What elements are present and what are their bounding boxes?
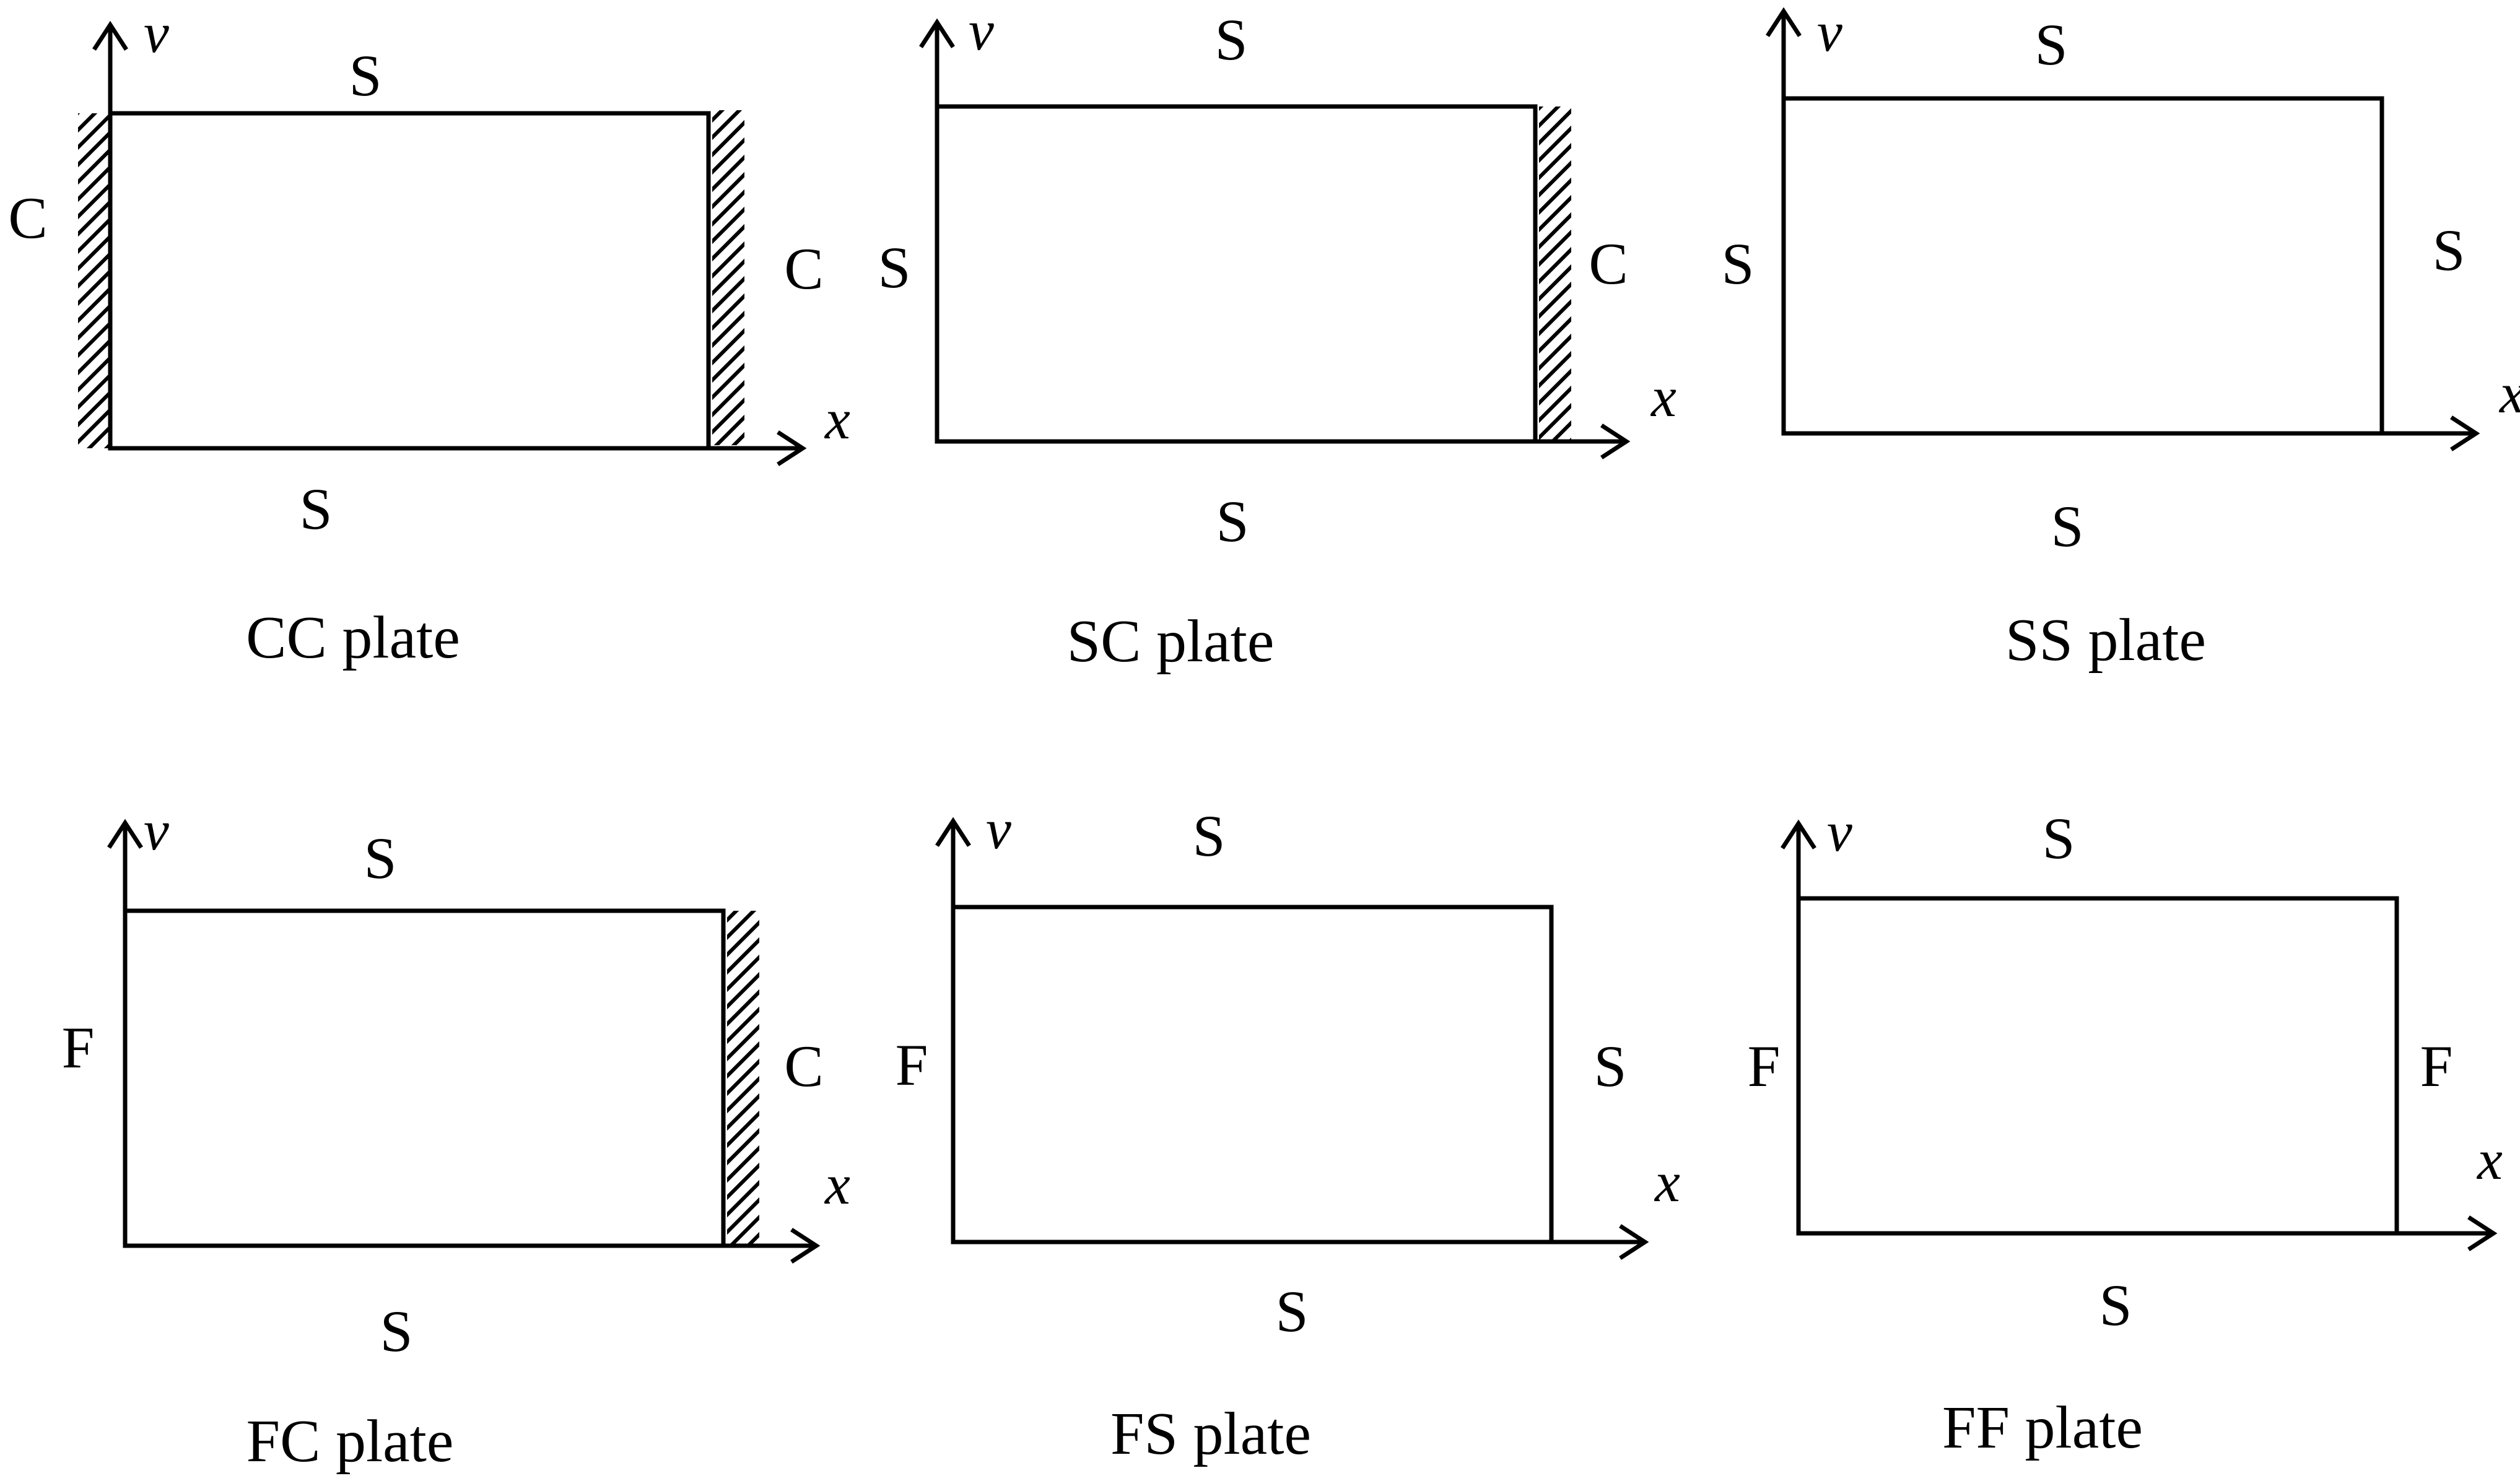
edge-label-right: C <box>1589 231 1628 297</box>
edge-label-bottom: S <box>300 476 333 542</box>
edge-label-top: S <box>2043 806 2075 871</box>
x-axis-label: x <box>2498 362 2520 425</box>
y-axis-arrowhead <box>1781 819 1816 849</box>
plate-panel-fc: v x S S F C FC plate <box>62 799 850 1475</box>
edge-label-bottom: S <box>2051 493 2084 559</box>
plate-caption: CC plate <box>246 604 460 671</box>
plate-rect <box>951 905 1554 1244</box>
y-axis-label: v <box>144 1 169 64</box>
edge-label-right: F <box>2420 1033 2453 1099</box>
plate-caption: FS plate <box>1110 1401 1311 1467</box>
x-axis-label: x <box>1650 365 1676 428</box>
edge-label-bottom: S <box>2099 1272 2132 1338</box>
clamp-hatch-right <box>712 110 744 445</box>
y-axis-label: v <box>969 0 994 62</box>
x-axis-arrowhead <box>2450 415 2480 451</box>
plate-panel-sc: v x S S S C SC plate <box>878 0 1676 675</box>
plate-panel-ff: v x S S F F FF plate <box>1748 800 2503 1461</box>
y-axis-arrowhead <box>935 817 971 847</box>
plate-rect <box>108 111 711 451</box>
edge-label-right: S <box>2433 217 2466 283</box>
edge-label-right: C <box>784 236 823 302</box>
y-axis-arrowhead <box>92 20 128 51</box>
y-axis-arrowhead <box>1766 7 1802 37</box>
plate-rect <box>1796 896 2399 1236</box>
edge-label-left: F <box>1748 1033 1781 1099</box>
y-axis-arrowhead <box>107 819 143 849</box>
edge-label-left: S <box>878 235 911 300</box>
plate-panel-fs: v x S S F S FS plate <box>896 797 1680 1467</box>
plate-caption: SS plate <box>2005 607 2206 674</box>
x-axis-arrowhead <box>1619 1224 1649 1260</box>
y-axis-label: v <box>144 799 169 862</box>
clamp-hatch-left <box>78 113 110 448</box>
edge-label-top: S <box>364 825 397 891</box>
edge-label-left: S <box>1722 231 1755 297</box>
y-axis-label: v <box>1827 800 1852 863</box>
edge-label-top: S <box>1193 803 1226 869</box>
edge-label-top: S <box>349 43 382 108</box>
plate-caption: FF plate <box>1942 1394 2143 1461</box>
plate-panel-ss: v x S S S S SS plate <box>1722 0 2520 674</box>
x-axis-label: x <box>824 1153 850 1216</box>
plate-panel-cc: v x S S C C CC plate <box>8 1 850 671</box>
y-axis-arrowhead <box>919 18 955 48</box>
plate-caption: SC plate <box>1067 608 1275 675</box>
plate-rect <box>1781 96 2384 436</box>
x-axis-arrowhead <box>2467 1215 2498 1251</box>
x-axis-label: x <box>2476 1128 2503 1191</box>
clamp-hatch-right <box>727 911 759 1246</box>
x-axis-label: x <box>824 388 850 451</box>
plate-caption: FC plate <box>246 1408 454 1475</box>
x-axis-arrowhead <box>790 1228 821 1264</box>
plate-rect <box>123 908 726 1248</box>
edge-label-top: S <box>2035 12 2068 77</box>
edge-label-bottom: S <box>1216 489 1249 554</box>
clamp-hatch-right <box>1539 106 1571 441</box>
y-axis-label: v <box>1817 0 1842 63</box>
edge-label-left: F <box>896 1032 928 1098</box>
edge-label-left: F <box>62 1015 95 1080</box>
edge-label-right: S <box>1594 1033 1627 1099</box>
edge-label-bottom: S <box>380 1298 413 1364</box>
x-axis-arrowhead <box>1600 423 1631 459</box>
x-axis-arrowhead <box>777 430 807 466</box>
y-axis-label: v <box>986 797 1011 861</box>
edge-label-right: C <box>784 1033 823 1099</box>
edge-label-top: S <box>1215 7 1248 72</box>
plate-rect <box>935 104 1538 444</box>
edge-label-bottom: S <box>1276 1279 1309 1344</box>
x-axis-label: x <box>1654 1150 1680 1214</box>
edge-label-left: C <box>8 185 47 251</box>
